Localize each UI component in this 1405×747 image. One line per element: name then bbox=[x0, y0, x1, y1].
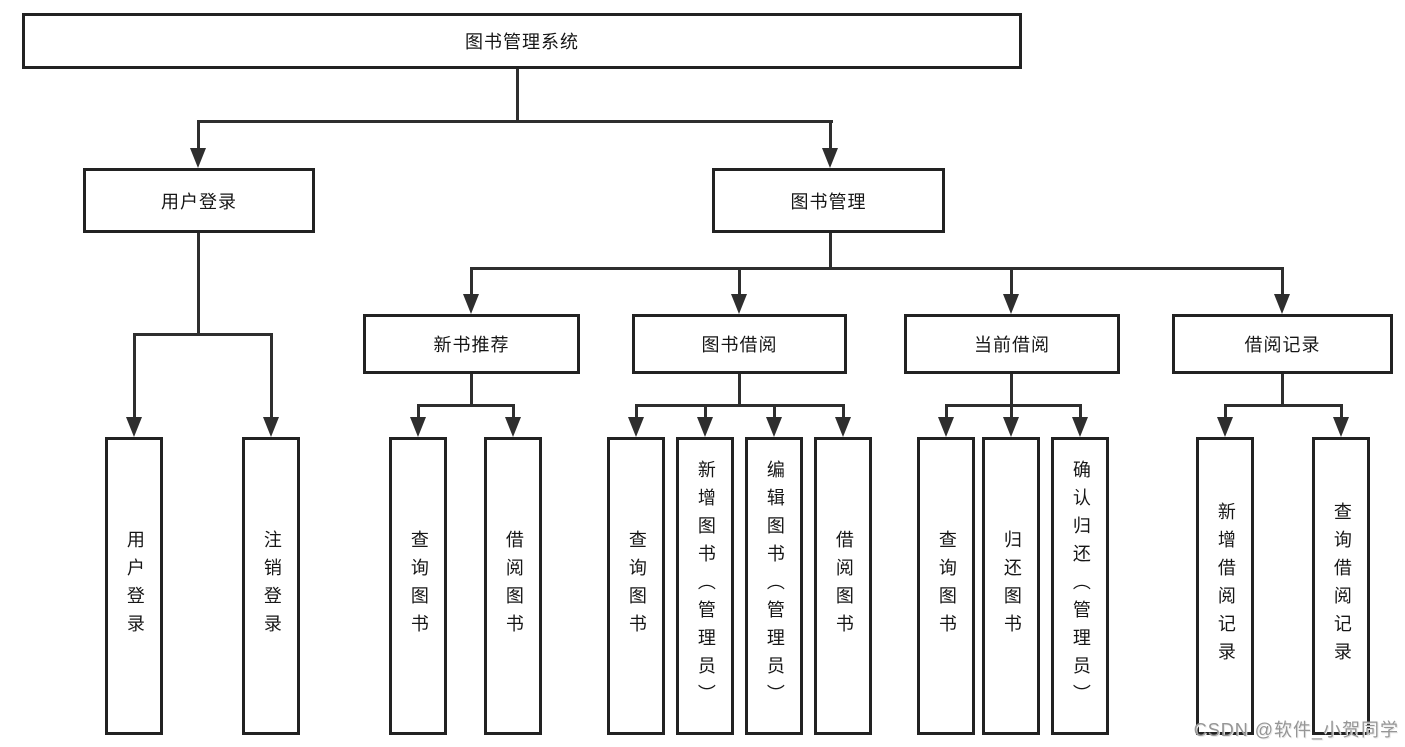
line-vertical bbox=[842, 404, 845, 418]
line-vertical bbox=[829, 233, 832, 270]
arrow-down-icon bbox=[1072, 417, 1088, 437]
line-vertical bbox=[133, 333, 136, 417]
line-vertical bbox=[270, 333, 273, 417]
node-logout-label: 注销登录 bbox=[261, 530, 282, 642]
line-horizontal bbox=[945, 404, 1081, 407]
node-bb-add-books-label: 新增图书（管理员） bbox=[695, 460, 716, 712]
arrow-down-icon bbox=[697, 417, 713, 437]
arrow-down-icon bbox=[731, 294, 747, 314]
node-nbr-query-books-label: 查询图书 bbox=[408, 530, 429, 642]
node-bb-add-books: 新增图书（管理员） bbox=[676, 437, 734, 735]
node-bb-query-books: 查询图书 bbox=[607, 437, 665, 735]
node-bb-borrow-books: 借阅图书 bbox=[814, 437, 872, 735]
line-vertical bbox=[829, 120, 832, 150]
arrow-down-icon bbox=[835, 417, 851, 437]
arrow-down-icon bbox=[1274, 294, 1290, 314]
line-horizontal bbox=[470, 267, 1284, 270]
node-cb-query-books-label: 查询图书 bbox=[936, 530, 957, 642]
csdn-watermark: CSDN @软件_小贺同学 bbox=[1193, 720, 1399, 740]
node-cb-query-books: 查询图书 bbox=[917, 437, 975, 735]
arrow-down-icon bbox=[1003, 294, 1019, 314]
line-vertical bbox=[1281, 267, 1284, 296]
node-new-book-recommend-label: 新书推荐 bbox=[433, 335, 510, 355]
node-user-login-label: 用户登录 bbox=[161, 191, 237, 212]
node-cb-confirm-return-label: 确认归还（管理员） bbox=[1070, 460, 1091, 712]
arrow-down-icon bbox=[822, 148, 838, 168]
arrow-down-icon bbox=[463, 294, 479, 314]
line-vertical bbox=[470, 267, 473, 296]
line-vertical bbox=[945, 404, 948, 418]
line-vertical bbox=[704, 404, 707, 418]
line-vertical bbox=[1340, 404, 1343, 418]
node-user-login: 用户登录 bbox=[83, 168, 315, 233]
node-current-borrowing: 当前借阅 bbox=[904, 314, 1120, 374]
line-vertical bbox=[773, 404, 776, 418]
line-vertical bbox=[1281, 374, 1284, 406]
line-horizontal bbox=[1224, 404, 1342, 407]
arrow-down-icon bbox=[1217, 417, 1233, 437]
node-new-book-recommend: 新书推荐 bbox=[363, 314, 580, 374]
node-logout: 注销登录 bbox=[242, 437, 300, 735]
line-horizontal bbox=[417, 404, 515, 407]
line-vertical bbox=[1010, 267, 1013, 296]
node-root: 图书管理系统 bbox=[22, 13, 1022, 69]
node-bb-borrow-books-label: 借阅图书 bbox=[833, 530, 854, 642]
line-vertical bbox=[197, 120, 200, 150]
line-vertical bbox=[1010, 404, 1013, 418]
arrow-down-icon bbox=[263, 417, 279, 437]
arrow-down-icon bbox=[126, 417, 142, 437]
node-cb-return-books: 归还图书 bbox=[982, 437, 1040, 735]
line-vertical bbox=[1079, 404, 1082, 418]
node-root-label: 图书管理系统 bbox=[465, 32, 579, 52]
node-nbr-borrow-books-label: 借阅图书 bbox=[503, 530, 524, 642]
node-book-management-label: 图书管理 bbox=[790, 191, 867, 212]
node-borrow-records-label: 借阅记录 bbox=[1244, 335, 1321, 355]
arrow-down-icon bbox=[1333, 417, 1349, 437]
node-br-add-record-label: 新增借阅记录 bbox=[1215, 502, 1236, 670]
line-vertical bbox=[512, 404, 515, 418]
arrow-down-icon bbox=[628, 417, 644, 437]
node-borrow-records: 借阅记录 bbox=[1172, 314, 1393, 374]
line-horizontal bbox=[133, 333, 273, 336]
arrow-down-icon bbox=[505, 417, 521, 437]
node-bb-query-books-label: 查询图书 bbox=[626, 530, 647, 642]
node-br-add-record: 新增借阅记录 bbox=[1196, 437, 1254, 735]
line-vertical bbox=[1010, 374, 1013, 406]
line-vertical bbox=[417, 404, 420, 418]
node-br-query-record-label: 查询借阅记录 bbox=[1331, 502, 1352, 670]
node-br-query-record: 查询借阅记录 bbox=[1312, 437, 1370, 735]
line-vertical bbox=[516, 69, 519, 122]
arrow-down-icon bbox=[766, 417, 782, 437]
node-cb-confirm-return: 确认归还（管理员） bbox=[1051, 437, 1109, 735]
line-vertical bbox=[470, 374, 473, 406]
line-vertical bbox=[635, 404, 638, 418]
node-book-management: 图书管理 bbox=[712, 168, 945, 233]
line-vertical bbox=[1224, 404, 1227, 418]
node-user-login-leaf: 用户登录 bbox=[105, 437, 163, 735]
arrow-down-icon bbox=[190, 148, 206, 168]
node-book-borrowing: 图书借阅 bbox=[632, 314, 847, 374]
arrow-down-icon bbox=[938, 417, 954, 437]
node-nbr-borrow-books: 借阅图书 bbox=[484, 437, 542, 735]
arrow-down-icon bbox=[410, 417, 426, 437]
node-book-borrowing-label: 图书借阅 bbox=[701, 335, 778, 355]
node-cb-return-books-label: 归还图书 bbox=[1001, 530, 1022, 642]
node-bb-edit-books-label: 编辑图书（管理员） bbox=[764, 460, 785, 712]
node-bb-edit-books: 编辑图书（管理员） bbox=[745, 437, 803, 735]
line-vertical bbox=[738, 267, 741, 296]
arrow-down-icon bbox=[1003, 417, 1019, 437]
line-horizontal bbox=[197, 120, 833, 123]
node-user-login-leaf-label: 用户登录 bbox=[124, 530, 145, 642]
line-vertical bbox=[197, 233, 200, 335]
line-vertical bbox=[738, 374, 741, 406]
line-horizontal bbox=[635, 404, 845, 407]
node-nbr-query-books: 查询图书 bbox=[389, 437, 447, 735]
node-current-borrowing-label: 当前借阅 bbox=[974, 335, 1050, 355]
